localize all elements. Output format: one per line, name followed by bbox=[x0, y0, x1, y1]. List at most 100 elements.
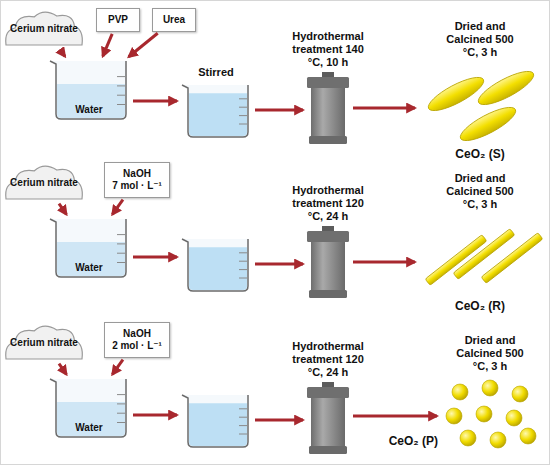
graduation-mark bbox=[117, 403, 125, 404]
flow-arrow bbox=[133, 256, 177, 259]
reagent-box: Urea bbox=[152, 8, 196, 32]
product-label: CeO₂ (S) bbox=[438, 148, 522, 161]
graduation-mark bbox=[239, 107, 247, 108]
product-label: CeO₂ (P) bbox=[389, 435, 438, 448]
flow-arrow bbox=[255, 109, 303, 112]
flow-arrow bbox=[103, 34, 112, 56]
graduation-mark bbox=[117, 76, 125, 77]
node-text: Cerium nitrate bbox=[10, 22, 78, 35]
rod-particles-drawing bbox=[418, 214, 542, 298]
flow-arrow bbox=[133, 100, 177, 103]
beaker: Water bbox=[48, 216, 130, 278]
rod-particle bbox=[453, 229, 515, 280]
node-text: NaOH bbox=[123, 328, 151, 340]
spindle-particle bbox=[424, 71, 487, 116]
water-fill bbox=[189, 403, 247, 446]
node-text: NaOH bbox=[123, 168, 151, 180]
step-heading: Hydrothermal treatment 120 °C, 24 h bbox=[288, 340, 368, 379]
sphere-particle bbox=[452, 384, 468, 400]
flow-arrow bbox=[59, 204, 66, 215]
beaker: Water bbox=[48, 376, 130, 438]
beaker-glass bbox=[182, 85, 248, 137]
spindle-particles: Dried and Calcined 500 °C, 3 hCeO₂ (S) bbox=[418, 62, 542, 146]
spindle-particle bbox=[456, 101, 519, 146]
graduation-mark bbox=[117, 262, 125, 263]
graduation-mark bbox=[239, 417, 247, 418]
graduation-mark bbox=[239, 98, 247, 99]
graduation-mark bbox=[117, 95, 125, 96]
autoclave-base bbox=[309, 290, 347, 298]
graduation-mark bbox=[239, 115, 247, 116]
sphere-particle bbox=[512, 386, 528, 402]
node-text: Water bbox=[48, 261, 130, 274]
node-text: Cerium nitrate bbox=[10, 176, 78, 189]
water-fill bbox=[189, 93, 247, 136]
reagent-pile: Cerium nitrate bbox=[4, 162, 84, 202]
graduation-mark bbox=[239, 425, 247, 426]
reagent-box: PVP bbox=[96, 8, 140, 32]
autoclave-body bbox=[311, 88, 345, 136]
flow-arrow bbox=[112, 200, 123, 215]
beaker-glass bbox=[182, 239, 248, 291]
step-heading: Dried and Calcined 500 °C, 3 h bbox=[448, 334, 532, 373]
autoclave-base bbox=[309, 446, 347, 454]
sphere-particle bbox=[490, 432, 506, 448]
graduation-mark bbox=[239, 278, 247, 279]
reagent-pile: Cerium nitrate bbox=[4, 8, 84, 48]
flow-arrow bbox=[112, 360, 123, 375]
beaker: Water bbox=[48, 58, 130, 120]
hydrothermal-autoclave: Hydrothermal treatment 120 °C, 24 h bbox=[306, 226, 350, 298]
graduation-mark bbox=[117, 394, 125, 395]
powder-pile bbox=[6, 326, 83, 359]
step-heading: Dried and Calcined 500 °C, 3 h bbox=[438, 172, 522, 211]
water-fill bbox=[189, 247, 247, 290]
node-text: Cerium nitrate bbox=[10, 336, 78, 349]
flow-arrow bbox=[353, 415, 437, 418]
sphere-particles-drawing bbox=[440, 376, 540, 450]
sphere-particle bbox=[482, 380, 498, 396]
stirred-beaker-drawing bbox=[180, 392, 252, 448]
spindle-particle bbox=[474, 65, 537, 110]
autoclave-base bbox=[309, 136, 347, 144]
hydrothermal-autoclave-drawing bbox=[306, 226, 350, 298]
powder-pile bbox=[6, 12, 83, 45]
graduation-mark bbox=[239, 269, 247, 270]
flow-arrow bbox=[255, 419, 303, 422]
reagent-pile: Cerium nitrate bbox=[4, 322, 84, 362]
reagent-box: NaOH2 mol · L⁻¹ bbox=[104, 322, 170, 358]
reagent-box: NaOH7 mol · L⁻¹ bbox=[104, 162, 170, 198]
step-heading: Dried and Calcined 500 °C, 3 h bbox=[438, 20, 522, 59]
hydrothermal-autoclave-drawing bbox=[306, 382, 350, 454]
stirred-beaker-drawing bbox=[180, 82, 252, 138]
graduation-mark bbox=[117, 234, 125, 235]
beaker-glass bbox=[182, 395, 248, 447]
step-heading: Hydrothermal treatment 140 °C, 10 h bbox=[288, 30, 368, 69]
graduation-mark bbox=[239, 124, 247, 125]
node-text: PVP bbox=[108, 14, 128, 26]
flow-arrow bbox=[353, 107, 415, 110]
rod-particle bbox=[481, 233, 543, 284]
hydrothermal-autoclave: Hydrothermal treatment 140 °C, 10 h bbox=[306, 72, 350, 144]
graduation-mark bbox=[117, 422, 125, 423]
autoclave-lid bbox=[307, 231, 349, 242]
autoclave-body bbox=[311, 398, 345, 446]
flow-arrow bbox=[59, 364, 66, 375]
stirred-beaker-drawing bbox=[180, 236, 252, 292]
node-text: Urea bbox=[163, 14, 185, 26]
powder-pile bbox=[6, 166, 83, 199]
graduation-mark bbox=[117, 253, 125, 254]
flow-arrow bbox=[60, 50, 65, 57]
graduation-mark bbox=[239, 252, 247, 253]
sphere-particle bbox=[460, 430, 476, 446]
flow-arrow bbox=[353, 261, 415, 264]
flow-arrow bbox=[255, 263, 303, 266]
graduation-mark bbox=[239, 434, 247, 435]
flow-arrow bbox=[133, 414, 177, 417]
stirred-beaker bbox=[180, 392, 252, 448]
stirred-beaker: Stirred bbox=[180, 82, 252, 138]
graduation-mark bbox=[239, 408, 247, 409]
step-heading: Stirred bbox=[184, 66, 248, 79]
node-text: Water bbox=[48, 421, 130, 434]
